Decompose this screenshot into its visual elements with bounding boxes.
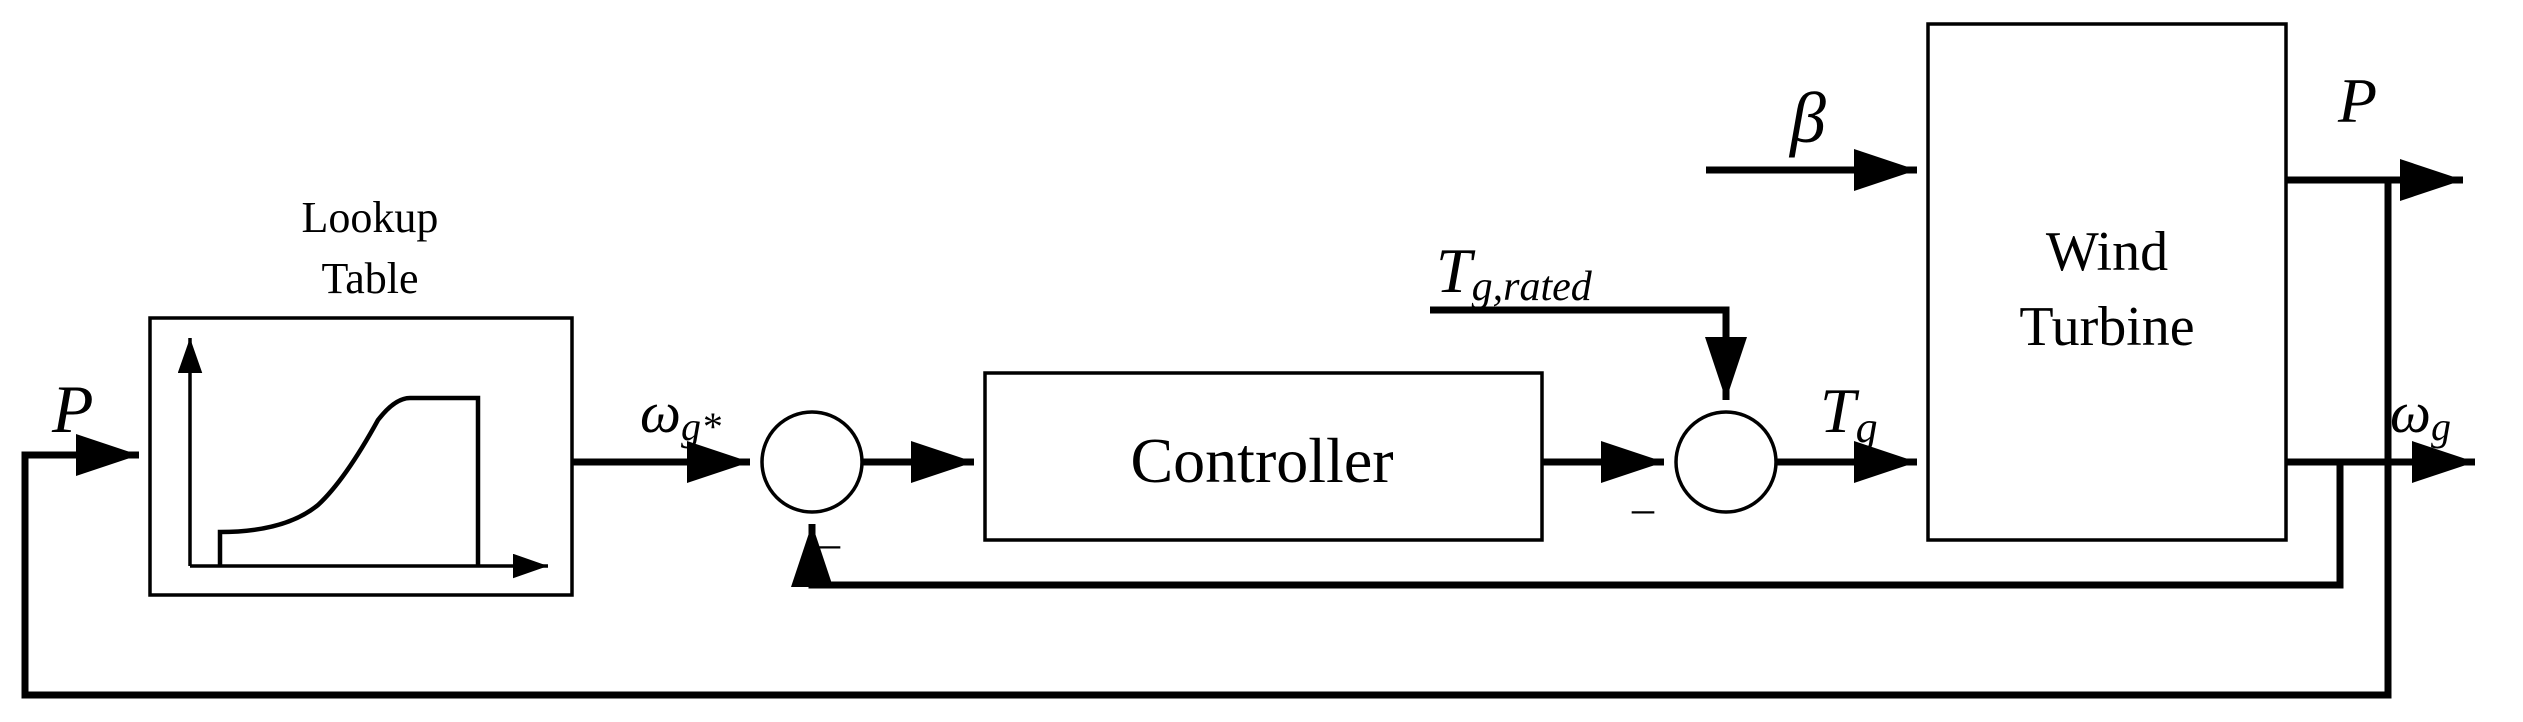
lookup-table-box xyxy=(148,316,574,597)
tg-sub: g xyxy=(1856,403,1878,452)
omega-ref-main: ω xyxy=(640,380,681,445)
torque-sum-minus-sign: _ xyxy=(1631,469,1655,518)
wind-turbine-box xyxy=(1926,22,2288,542)
lookup-table-block: Lookup Table xyxy=(148,193,574,597)
controller-box xyxy=(983,371,1544,542)
tg-label: Tg xyxy=(1820,375,1878,452)
lookup-table-title-line2: Table xyxy=(321,254,418,303)
controller-label: Controller xyxy=(1130,425,1393,496)
speed-error-minus-sign: _ xyxy=(817,504,841,553)
wind-turbine-label-line2: Turbine xyxy=(2019,296,2194,358)
omega-output-sub: g xyxy=(2431,404,2451,449)
tg-rated-main: T xyxy=(1436,235,1476,306)
omega-ref-sub: g* xyxy=(681,404,721,449)
power-feedback-wire xyxy=(21,180,2392,699)
tg-main: T xyxy=(1820,375,1860,446)
torque-summing-junction xyxy=(1674,410,1778,514)
omega-output-label: ωg xyxy=(2390,380,2451,449)
tg-rated-sub: g,rated xyxy=(1472,264,1593,310)
lookup-curve-icon xyxy=(177,338,548,579)
tg-rated-wire xyxy=(1430,306,1747,400)
controller-block: Controller xyxy=(983,371,1544,542)
omega-output-main: ω xyxy=(2390,380,2431,445)
speed-error-summing-junction xyxy=(760,410,864,514)
omega-ref-label: ωg* xyxy=(640,380,721,449)
wind-turbine-block: Wind Turbine xyxy=(1926,22,2288,542)
omega-feedback-wire xyxy=(791,462,2344,589)
p-output-label: P xyxy=(2337,65,2377,136)
p-input-label: P xyxy=(51,371,94,447)
beta-label: β xyxy=(1788,78,1826,158)
wind-turbine-label-line1: Wind xyxy=(2046,221,2168,283)
lookup-table-title-line1: Lookup xyxy=(302,193,439,242)
tg-rated-label: Tg,rated xyxy=(1436,235,1593,310)
